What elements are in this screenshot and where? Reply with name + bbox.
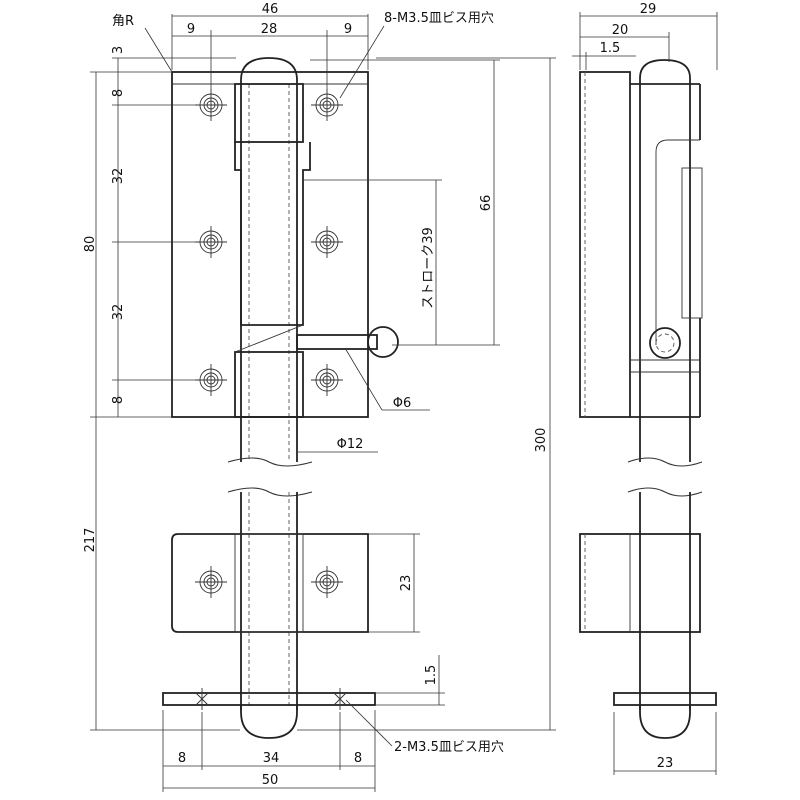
dim-handle-diameter: Φ6	[393, 396, 412, 411]
bolt-top	[240, 57, 298, 84]
dim-hole-offset-left: 9	[187, 22, 195, 37]
plate-hole	[310, 363, 344, 397]
dim-hole-pitch-horizontal: 28	[261, 22, 278, 37]
dim-stroke: ストローク39	[421, 227, 436, 309]
dim-plate-height: 80	[83, 236, 98, 253]
lower-guide	[234, 351, 304, 418]
dim-side-strike-width: 23	[657, 756, 674, 771]
dim-strike-thickness: 1.5	[424, 665, 439, 686]
side-bolt-top	[639, 59, 691, 84]
dim-hole-pitch-lower: 32	[111, 304, 126, 321]
dim-stroke-height: 66	[479, 195, 494, 212]
note-plate-holes: 8-M3.5皿ビス用穴	[384, 11, 494, 26]
dim-strike-width: 50	[262, 773, 279, 788]
dim-strike-margin-left: 8	[178, 751, 186, 766]
dim-hole-bottom-margin: 8	[111, 396, 126, 404]
dim-side-depth: 29	[640, 2, 657, 17]
side-view	[579, 59, 717, 739]
note-corner-radius: 角R	[112, 14, 134, 29]
handle-knob	[367, 326, 399, 358]
dim-hole-offset-right: 9	[344, 22, 352, 37]
side-slot	[681, 167, 703, 319]
plate-hole	[310, 88, 344, 122]
note-strike-holes: 2-M3.5皿ビス用穴	[394, 740, 504, 755]
dim-overall-width: 46	[262, 2, 279, 17]
dim-lower-length: 217	[83, 528, 98, 553]
keeper-bracket	[171, 533, 369, 633]
side-strike	[613, 692, 717, 706]
dim-top-margin: 3	[111, 46, 126, 54]
slot	[234, 142, 311, 326]
dim-keeper-height: 23	[399, 575, 414, 592]
dim-strike-margin-right: 8	[354, 751, 362, 766]
upper-guide	[234, 83, 304, 143]
side-dimensions: 29 20 1.5 23	[572, 2, 718, 775]
strike-plate	[162, 692, 376, 706]
dim-bolt-diameter: Φ12	[337, 437, 364, 452]
break-line-top	[227, 457, 313, 467]
plate-hole	[310, 225, 344, 259]
dim-hole-pitch-upper: 32	[111, 168, 126, 185]
side-handle-end	[649, 327, 681, 359]
keeper-hole	[194, 565, 228, 599]
dim-overall-length: 300	[534, 428, 549, 453]
front-dimensions: 46 9 28 9 角R 8-M3.5皿ビス用穴 3 8 32 80 32 8 …	[83, 2, 556, 792]
side-base-plate	[579, 71, 631, 418]
side-keeper	[579, 533, 701, 633]
dim-strike-hole-pitch: 34	[263, 751, 280, 766]
handle-pin	[296, 334, 378, 350]
keeper-hole	[310, 565, 344, 599]
dim-side-offset: 20	[612, 23, 629, 38]
dim-hole-top-margin: 8	[111, 89, 126, 97]
dim-side-thickness: 1.5	[600, 41, 621, 56]
base-plate	[171, 71, 369, 418]
front-view	[162, 57, 399, 739]
bolt-tip	[240, 705, 298, 739]
